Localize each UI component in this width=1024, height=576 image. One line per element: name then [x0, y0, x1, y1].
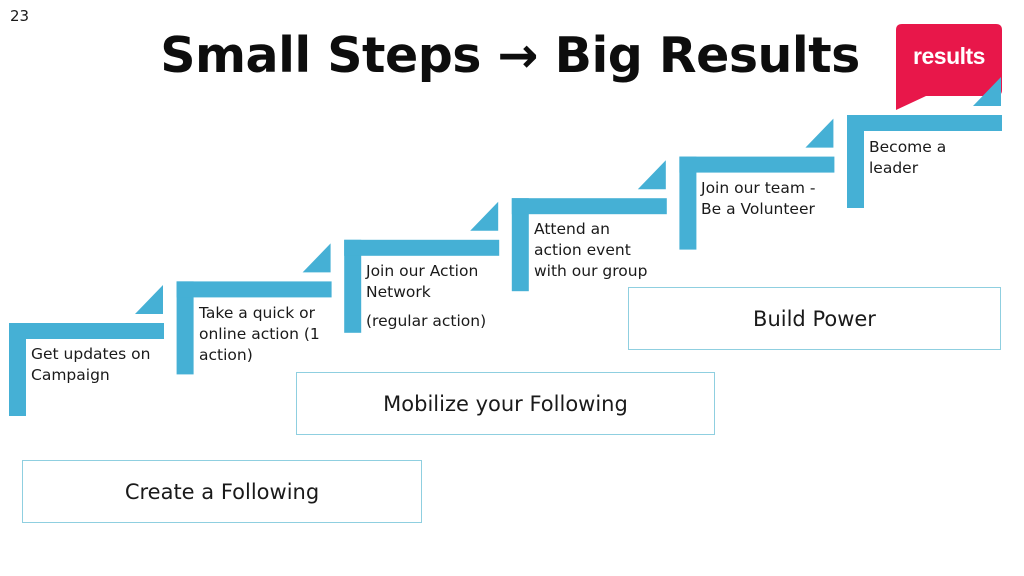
step-5-label: Join our team - Be a Volunteer: [701, 178, 815, 220]
results-logo: results: [896, 24, 1002, 110]
slide-number: 23: [10, 7, 30, 25]
step-4-shape: [511, 160, 667, 292]
step-2-line-3: action): [199, 346, 253, 364]
step-4-line-1: Attend an: [534, 220, 610, 238]
step-3-label: Join our Action Network (regular action): [366, 261, 486, 332]
step-6-line-2: leader: [869, 159, 919, 177]
step-6-riser: [847, 115, 864, 208]
step-5-corner: [805, 118, 834, 148]
step-2-riser: [176, 281, 194, 375]
phase-mobilize-following: Mobilize your Following: [296, 372, 715, 435]
step-4-line-3: with our group: [534, 262, 648, 280]
step-3-shape: [344, 201, 500, 333]
step-2-corner: [302, 243, 331, 273]
step-6-corner: [973, 77, 1001, 106]
step-3-tread: [344, 239, 500, 256]
step-3-line-2: Network: [366, 283, 431, 301]
step-4-tread: [511, 198, 667, 215]
step-1-corner: [135, 285, 163, 314]
step-4-riser: [511, 198, 529, 292]
step-5-line-1: Join our team -: [701, 179, 816, 197]
step-3-line-1: Join our Action: [366, 262, 479, 280]
phase-build-power-label: Build Power: [753, 306, 876, 331]
logo-speech-bubble-icon: [896, 24, 1002, 110]
step-3-note: (regular action): [366, 312, 487, 330]
step-5-tread: [679, 156, 835, 173]
slide-title: Small Steps → Big Results: [130, 27, 890, 84]
step-2-label: Take a quick or online action (1 action): [199, 303, 320, 366]
step-1-label: Get updates on Campaign: [31, 344, 150, 386]
step-1-tread: [9, 323, 164, 339]
phase-mobilize-following-label: Mobilize your Following: [383, 391, 628, 416]
step-1-line-2: Campaign: [31, 366, 110, 384]
step-1-line-1: Get updates on: [31, 345, 151, 363]
step-3-riser: [344, 239, 362, 333]
step-4-label: Attend an action event with our group: [534, 219, 647, 282]
step-6-shape: [847, 77, 1002, 208]
phase-create-following-label: Create a Following: [124, 479, 320, 504]
step-4-corner: [637, 160, 666, 190]
step-1-riser: [9, 323, 26, 416]
step-2-tread: [176, 281, 332, 298]
step-2-line-1: Take a quick or: [199, 304, 315, 322]
logo-text: results: [913, 43, 985, 69]
step-6-tread: [847, 115, 1002, 131]
step-4-line-2: action event: [534, 241, 631, 259]
step-5-riser: [679, 156, 697, 250]
step-6-label: Become a leader: [869, 137, 946, 179]
title-text: Small Steps → Big Results: [160, 27, 860, 84]
phase-create-following: Create a Following: [22, 460, 422, 523]
step-6-line-1: Become a: [869, 138, 947, 156]
step-5-shape: [679, 118, 835, 250]
step-2-shape: [176, 243, 332, 375]
phase-build-power: Build Power: [628, 287, 1001, 350]
step-5-line-2: Be a Volunteer: [701, 200, 815, 218]
step-1-shape: [9, 285, 164, 416]
step-2-line-2: online action (1: [199, 325, 320, 343]
step-3-corner: [470, 201, 499, 231]
